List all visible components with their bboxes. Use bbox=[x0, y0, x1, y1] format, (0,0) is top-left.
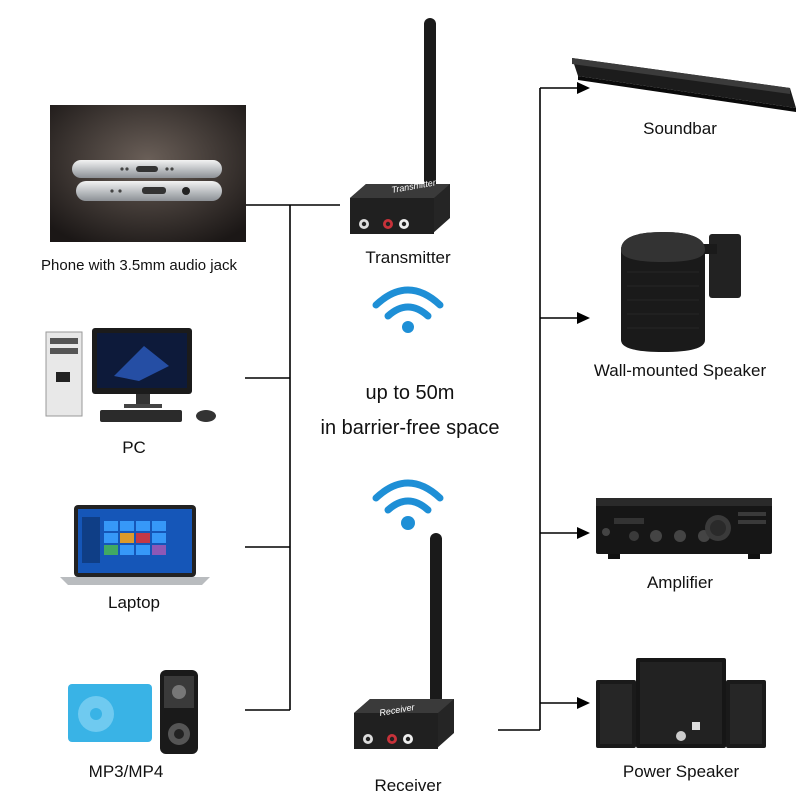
phone-icon bbox=[50, 105, 246, 242]
receiver-device-icon: Receiver bbox=[354, 533, 454, 749]
arrow-head-icon bbox=[577, 697, 590, 709]
wall-speaker-label: Wall-mounted Speaker bbox=[593, 361, 767, 380]
amplifier-icon bbox=[596, 498, 772, 559]
mp3-player-icon bbox=[68, 670, 198, 754]
wifi-signal-icon bbox=[372, 286, 444, 333]
transmitter-label: Transmitter bbox=[365, 248, 451, 267]
arrow-head-icon bbox=[577, 82, 590, 94]
arrow-head-icon bbox=[577, 312, 590, 324]
wifi-signal-icon bbox=[372, 479, 444, 530]
wall-speaker-icon bbox=[621, 232, 741, 352]
mp3-label: MP3/MP4 bbox=[88, 762, 164, 781]
soundbar-icon bbox=[572, 58, 796, 112]
phone-label: Phone with 3.5mm audio jack bbox=[41, 257, 237, 274]
power-speaker-icon bbox=[596, 658, 766, 748]
receiver-label: Receiver bbox=[374, 776, 442, 795]
laptop-label: Laptop bbox=[108, 593, 160, 612]
arrow-head-icon bbox=[577, 527, 590, 539]
range-line-1: up to 50m bbox=[365, 382, 455, 404]
range-line-2: in barrier-free space bbox=[320, 417, 500, 439]
amplifier-label: Amplifier bbox=[646, 573, 714, 592]
laptop-icon bbox=[60, 505, 210, 585]
soundbar-label: Soundbar bbox=[643, 119, 717, 138]
power-speaker-label: Power Speaker bbox=[622, 762, 740, 781]
pc-label: PC bbox=[122, 438, 146, 457]
desktop-pc-icon bbox=[45, 328, 216, 422]
transmitter-device-icon: Transmitter bbox=[350, 18, 450, 234]
